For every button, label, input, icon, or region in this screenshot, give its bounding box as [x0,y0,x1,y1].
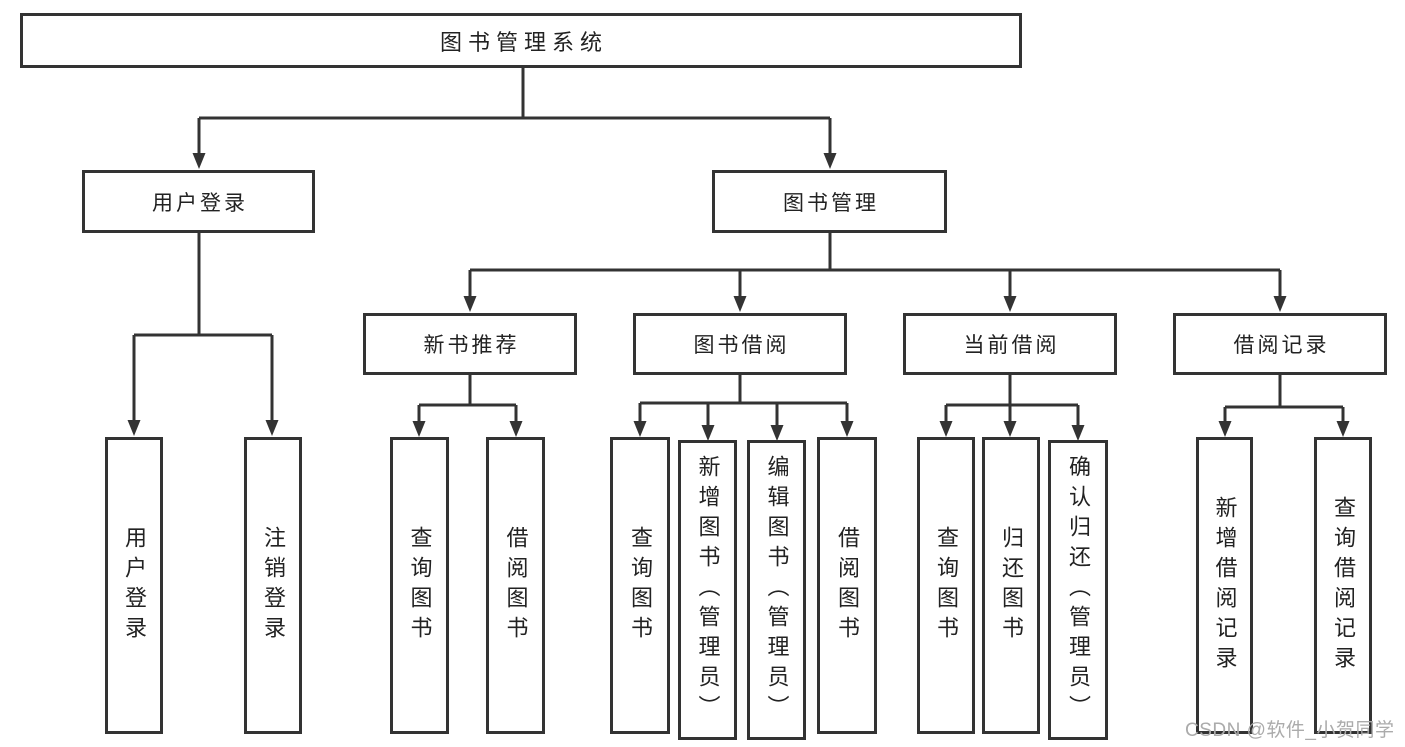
node-current-borrow-label: 当前借阅 [963,334,1060,357]
node-borrow-records-label: 借阅记录 [1233,334,1330,357]
leaf-bb-edit-book-label: 编辑图书（管理员） [764,455,790,725]
node-book-management: 图书管理 [712,170,947,233]
leaf-br-add-record: 新增借阅记录 [1196,437,1253,734]
leaf-bb-query-book: 查询图书 [610,437,670,734]
leaf-bb-borrow-book: 借阅图书 [817,437,877,734]
arrowheads [127,153,1350,441]
leaf-bb-add-book: 新增图书（管理员） [678,440,737,740]
leaf-bb-add-book-label: 新增图书（管理员） [695,455,721,725]
leaf-bb-borrow-book-label: 借阅图书 [835,525,860,646]
node-book-management-label: 图书管理 [783,191,879,215]
node-new-book-recommend-label: 新书推荐 [423,334,520,357]
leaf-br-query-record-label: 查询借阅记录 [1331,495,1356,676]
leaf-logout: 注销登录 [244,437,302,734]
leaf-nbr-borrow-book-label: 借阅图书 [503,525,529,646]
leaf-nbr-query-book: 查询图书 [390,437,449,734]
node-root-label: 图书管理系统 [439,29,608,55]
leaf-cb-confirm-return: 确认归还（管理员） [1048,440,1108,740]
node-root: 图书管理系统 [20,13,1022,68]
leaf-br-add-record-label: 新增借阅记录 [1212,495,1238,676]
leaf-cb-confirm-return-label: 确认归还（管理员） [1066,455,1091,725]
node-book-borrow-label: 图书借阅 [693,334,790,357]
node-user-login-label: 用户登录 [152,191,248,215]
node-book-borrow: 图书借阅 [633,313,847,375]
leaf-nbr-borrow-book: 借阅图书 [486,437,545,734]
leaf-cb-query-book: 查询图书 [917,437,975,734]
leaf-cb-return-book: 归还图书 [982,437,1040,734]
leaf-cb-query-book-label: 查询图书 [934,525,959,646]
node-user-login: 用户登录 [82,170,315,233]
csdn-watermark: CSDN @软件_小贺同学 [1185,720,1395,741]
node-borrow-records: 借阅记录 [1173,313,1387,375]
leaf-cb-return-book-label: 归还图书 [999,525,1024,646]
leaf-user-login: 用户登录 [105,437,163,734]
leaf-bb-edit-book: 编辑图书（管理员） [747,440,806,740]
node-current-borrow: 当前借阅 [903,313,1117,375]
leaf-bb-query-book-label: 查询图书 [628,525,653,646]
leaf-logout-label: 注销登录 [261,525,286,646]
leaf-user-login-label: 用户登录 [122,525,147,646]
node-new-book-recommend: 新书推荐 [363,313,577,375]
leaf-nbr-query-book-label: 查询图书 [407,525,433,646]
leaf-br-query-record: 查询借阅记录 [1314,437,1372,734]
